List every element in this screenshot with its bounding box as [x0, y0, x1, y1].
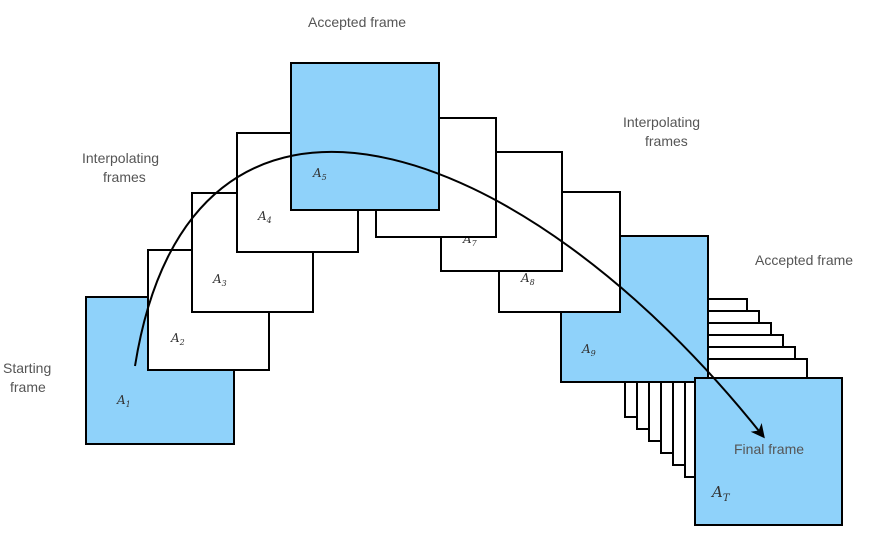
final-frame-caption: Final frame — [734, 441, 804, 457]
caption-interpolating-left-line2: frames — [103, 169, 146, 185]
caption-interpolating-left-line1: Interpolating — [82, 150, 159, 166]
frame-label: A3 — [212, 272, 227, 288]
frame-label: A9 — [581, 342, 596, 358]
caption-interpolating-right-line2: frames — [645, 133, 688, 149]
caption-accepted-right: Accepted frame — [755, 252, 853, 268]
frame-label: A7 — [462, 232, 478, 248]
trajectory-arrow — [134, 150, 765, 439]
caption-interpolating-right-line1: Interpolating — [623, 114, 700, 130]
caption-accepted-top: Accepted frame — [308, 14, 406, 30]
frame-label: AT — [710, 483, 731, 504]
frame-box — [290, 62, 440, 211]
frame-box — [694, 377, 843, 526]
caption-starting-line2: frame — [10, 379, 46, 395]
frame-AT: Final frame AT — [694, 377, 843, 526]
frame-label: A1 — [116, 393, 131, 409]
caption-starting-line1: Starting — [3, 360, 51, 376]
frame-label: A2 — [170, 331, 185, 347]
frame-label: A8 — [520, 271, 535, 287]
frame-label: A5 — [312, 166, 327, 182]
frame-A5: A5 — [290, 62, 440, 211]
frame-label: A4 — [257, 209, 272, 225]
